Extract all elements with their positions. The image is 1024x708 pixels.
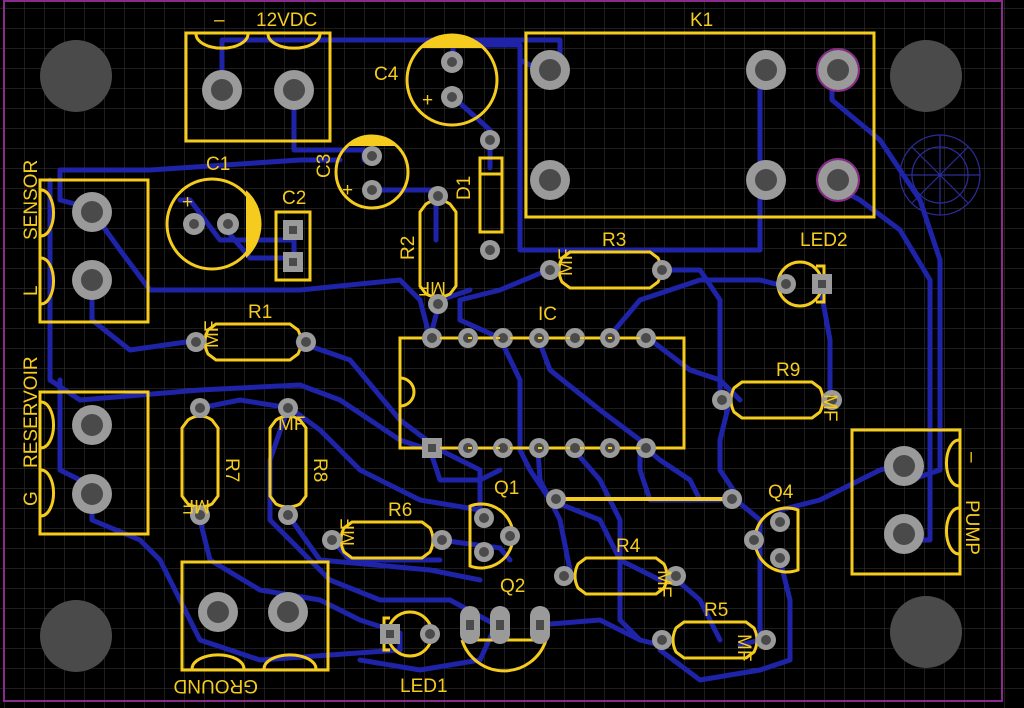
c1-label: C1 — [206, 154, 230, 175]
r7-mf: MF — [183, 495, 210, 516]
sensor-l-label: L — [21, 285, 42, 296]
r6-mf: MF — [338, 519, 359, 546]
r8-label: R8 — [309, 458, 330, 482]
logo-icon — [899, 134, 981, 216]
mounting-hole — [890, 596, 962, 668]
r1-mf: MF — [202, 321, 223, 348]
r4-mf: MF — [653, 570, 674, 597]
c2-label: C2 — [282, 188, 306, 209]
r5-label: R5 — [704, 600, 728, 621]
c4-plus: + — [422, 90, 433, 111]
r2-label: R2 — [398, 236, 419, 260]
led1-label: LED1 — [400, 676, 448, 697]
r4-label: R4 — [616, 536, 641, 557]
sensor-label: SENSOR — [21, 160, 42, 240]
pump-label: PUMP — [961, 500, 982, 555]
q1-label: Q1 — [494, 478, 519, 499]
c4-label: C4 — [374, 64, 399, 85]
reservoir-label: RESERVOIR — [21, 356, 42, 468]
r6-label: R6 — [388, 500, 412, 521]
c1-plus: + — [182, 192, 193, 213]
r5-mf: MF — [733, 634, 754, 661]
r9-mf: MF — [819, 394, 840, 421]
r1-label: R1 — [248, 302, 272, 323]
q4-label: Q4 — [768, 482, 794, 503]
c3-label: C3 — [314, 154, 335, 178]
mounting-hole — [40, 40, 112, 112]
c3-plus: + — [342, 180, 353, 201]
board-outline — [3, 0, 1003, 702]
ground-connector-label: GROUND — [174, 675, 258, 696]
minus-label: – — [214, 10, 225, 31]
led2-label: LED2 — [800, 230, 848, 251]
r7-label: R7 — [221, 458, 242, 482]
reservoir-g-label: G — [21, 491, 42, 506]
copper-traces — [47, 37, 943, 683]
power-connector-label: 12VDC — [256, 10, 317, 31]
r2-mf: MF — [419, 277, 446, 298]
r9-label: R9 — [776, 360, 800, 381]
ic-label: IC — [538, 304, 557, 325]
d1-label: D1 — [454, 176, 475, 200]
r8-mf: MF — [278, 414, 305, 435]
r3-mf: MF — [556, 249, 577, 276]
k1-label: K1 — [690, 10, 713, 31]
r3-label: R3 — [602, 230, 626, 251]
pump-minus-label: – — [961, 452, 982, 463]
mounting-hole — [890, 40, 962, 112]
mounting-hole — [40, 600, 112, 672]
q2-label: Q2 — [500, 576, 525, 597]
